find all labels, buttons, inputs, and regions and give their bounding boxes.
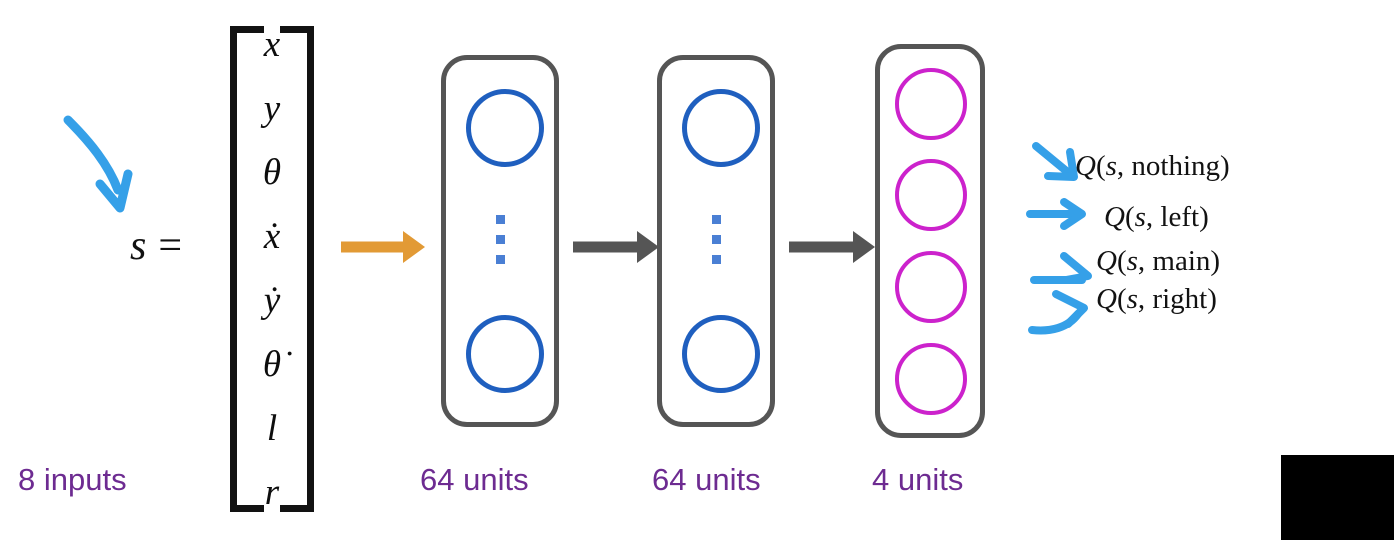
q-value-left: Q(s, left)	[1104, 201, 1209, 234]
q-state-main: s	[1126, 245, 1138, 277]
output-arrow-right	[1028, 290, 1088, 335]
q-sep-left: ,	[1145, 201, 1161, 233]
arrow-hidden1-to-hidden2	[573, 231, 659, 263]
q-action-right: right	[1152, 283, 1208, 315]
q-value-right: Q(s, right)	[1096, 283, 1217, 316]
q-symbol-right: Q	[1096, 283, 1117, 315]
hidden-layer-2-unit-top	[682, 89, 760, 167]
q-close-main: )	[1210, 245, 1221, 277]
q-sep-main: ,	[1137, 245, 1153, 277]
q-state-left: s	[1134, 201, 1146, 233]
q-value-nothing: Q(s, nothing)	[1075, 150, 1230, 183]
q-action-left: left	[1160, 201, 1200, 233]
q-symbol-left: Q	[1104, 201, 1125, 233]
q-state-nothing: s	[1105, 150, 1117, 182]
arrow-hidden2-to-output	[789, 231, 875, 263]
state-symbol: s=	[130, 222, 184, 270]
hidden-layer-1-ellipsis-icon	[496, 215, 505, 264]
black-overlay-rect	[1281, 455, 1394, 540]
output-unit-right	[895, 343, 967, 415]
output-layer-label: 4 units	[872, 462, 964, 497]
state-vector-bracket	[230, 26, 314, 512]
hidden-layer-1-label: 64 units	[420, 462, 529, 497]
output-unit-main	[895, 251, 967, 323]
q-open-right: (	[1116, 283, 1127, 315]
input-count-label: 8 inputs	[18, 462, 127, 497]
output-unit-left	[895, 159, 967, 231]
hidden-layer-2-label: 64 units	[652, 462, 761, 497]
q-symbol-nothing: Q	[1075, 150, 1096, 182]
output-arrow-nothing	[1032, 142, 1078, 181]
state-symbol-s: s	[130, 223, 149, 269]
q-open-left: (	[1124, 201, 1135, 233]
output-layer-box	[875, 44, 985, 438]
q-sep-right: ,	[1137, 283, 1153, 315]
hidden-layer-2-unit-bottom	[682, 315, 760, 393]
hidden-layer-2-box	[657, 55, 775, 427]
q-sep-nothing: ,	[1116, 150, 1132, 182]
q-open-nothing: (	[1095, 150, 1106, 182]
output-unit-nothing	[895, 68, 967, 140]
q-state-right: s	[1126, 283, 1138, 315]
q-symbol-main: Q	[1096, 245, 1117, 277]
hidden-layer-1-box	[441, 55, 559, 427]
q-close-right: )	[1207, 283, 1217, 315]
hidden-layer-1-unit-top	[466, 89, 544, 167]
hidden-layer-2-ellipsis-icon	[712, 215, 721, 264]
hidden-layer-1-unit-bottom	[466, 315, 544, 393]
q-action-main: main	[1152, 245, 1211, 277]
annotation-arrow-to-state	[63, 115, 133, 213]
state-symbol-equals: =	[158, 223, 185, 269]
q-close-left: )	[1199, 201, 1209, 233]
output-arrow-left	[1026, 198, 1086, 230]
arrow-input-to-hidden1	[341, 231, 425, 263]
output-arrow-main	[1030, 252, 1092, 284]
q-close-nothing: )	[1220, 150, 1230, 182]
q-action-nothing: nothing	[1131, 150, 1221, 182]
q-open-main: (	[1116, 245, 1127, 277]
q-value-main: Q(s, main)	[1096, 245, 1220, 278]
